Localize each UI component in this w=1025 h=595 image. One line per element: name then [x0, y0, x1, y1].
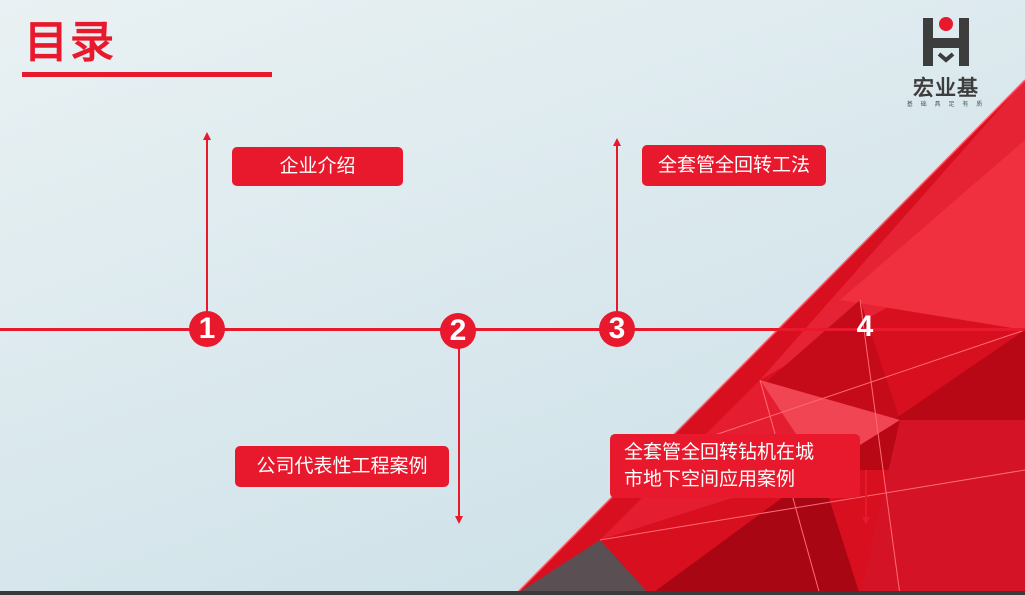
toc-item-3[interactable]: 全套管全回转工法 — [642, 145, 826, 186]
toc-item-1[interactable]: 企业介绍 — [232, 147, 403, 186]
connector-2 — [458, 331, 460, 517]
toc-item-4[interactable]: 全套管全回转钻机在城 市地下空间应用案例 — [610, 434, 860, 498]
logo-mark-icon — [923, 17, 969, 66]
page-title: 目录 — [24, 17, 116, 68]
logo-name: 宏业基 — [913, 76, 979, 100]
toc-item-4-line1: 全套管全回转钻机在城 — [624, 441, 815, 464]
timeline-marker-3: 3 — [599, 311, 635, 347]
title-underline — [22, 72, 272, 77]
connector-1 — [206, 138, 208, 328]
arrow-down-icon — [455, 516, 463, 524]
arrow-up-icon — [203, 132, 211, 140]
logo-tagline: 基 础 具 足 有 质 — [906, 101, 986, 108]
arrow-down-icon — [862, 517, 870, 525]
timeline-marker-1: 1 — [189, 311, 225, 347]
timeline-marker-2: 2 — [440, 313, 476, 349]
company-logo: 宏业基 基 础 具 足 有 质 — [896, 12, 996, 108]
toc-item-2[interactable]: 公司代表性工程案例 — [235, 446, 449, 487]
timeline-line — [0, 328, 1025, 331]
arrow-up-icon — [613, 138, 621, 146]
toc-item-4-line2: 市地下空间应用案例 — [624, 468, 796, 490]
bottom-border — [0, 591, 1025, 595]
timeline-marker-4: 4 — [856, 310, 874, 343]
connector-3 — [616, 144, 618, 328]
connector-4 — [865, 470, 867, 518]
